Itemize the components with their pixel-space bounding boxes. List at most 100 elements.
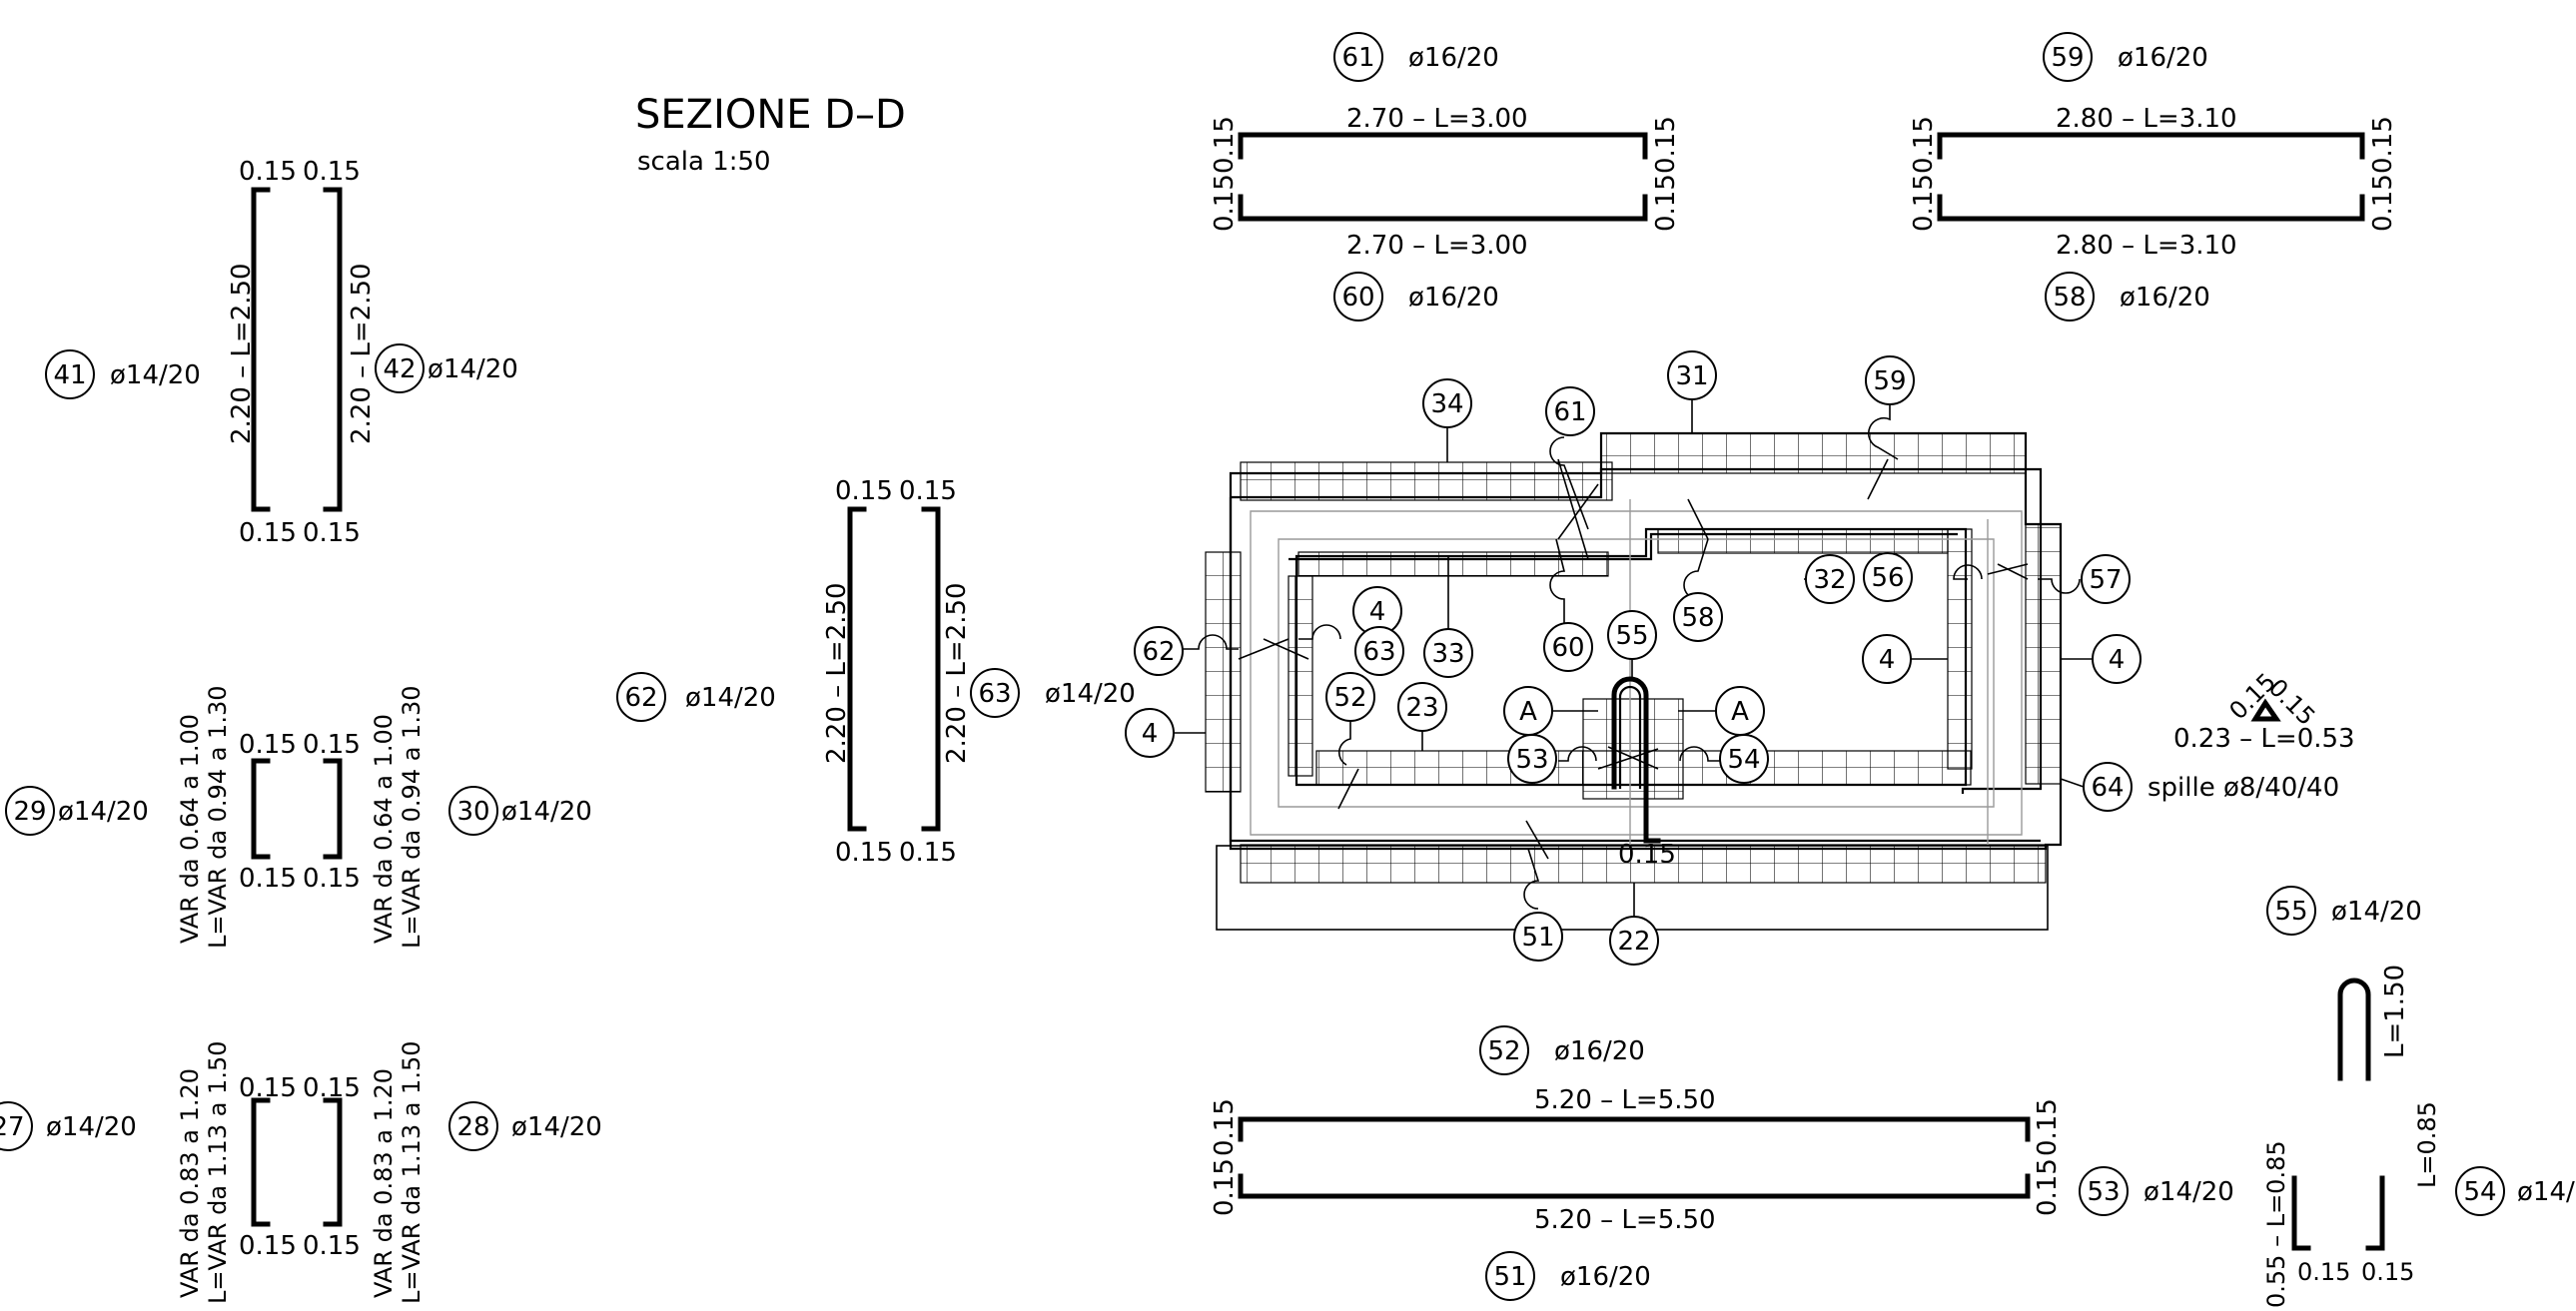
bar-41-42-group: 0.15 0.15 0.15 0.15 2.20 – L=2.50 2.20 –…	[45, 157, 518, 548]
dim-42-length: 2.20 – L=2.50	[347, 263, 377, 444]
smark-32-label: 32	[1813, 565, 1846, 595]
smark-53-label: 53	[1515, 745, 1548, 775]
mark-27-label: 27	[0, 1112, 25, 1142]
tie-6	[1997, 563, 2029, 580]
spec-63: ø14/20	[1045, 679, 1136, 709]
dim-42-bottom: 0.15	[303, 518, 361, 548]
mark-63-circle	[970, 668, 1020, 718]
grid-right	[2025, 523, 2062, 785]
mark-29-circle	[5, 786, 55, 836]
tie-4	[1687, 498, 1709, 540]
smark-4d-circle	[1125, 708, 1175, 758]
mark-27-circle	[0, 1101, 33, 1151]
leader-59	[1868, 397, 1899, 460]
smark-23-label: 23	[1405, 693, 1438, 723]
smark-33-label: 33	[1431, 639, 1464, 669]
dim-63-top: 0.15	[899, 476, 957, 506]
smark-32-circle	[1805, 554, 1855, 604]
spec-28: ø14/20	[511, 1112, 602, 1142]
spec-58: ø16/20	[2120, 283, 2210, 313]
dim-60-right: 0.15	[1651, 174, 1681, 232]
dim-30-top: 0.15	[303, 730, 361, 760]
dim-30-bottom: 0.15	[303, 864, 361, 894]
smark-62-circle	[1134, 626, 1184, 676]
smark-61-label: 61	[1553, 397, 1586, 427]
dim-29-bottom: 0.15	[239, 864, 297, 894]
dim-29-top: 0.15	[239, 730, 297, 760]
tie-10	[1525, 820, 1549, 860]
hairpin-in-section	[1611, 676, 1661, 844]
smark-34-label: 34	[1430, 389, 1463, 419]
bar-29-shape	[251, 758, 271, 860]
bar-61-shape	[1238, 132, 1648, 160]
bar-42-shape	[323, 187, 343, 512]
bar-52-shape	[1238, 1116, 2031, 1142]
mark-53-circle	[2079, 1166, 2129, 1216]
mark-52-label: 52	[1487, 1036, 1520, 1066]
mark-54-label: 54	[2463, 1177, 2496, 1207]
dim-59-left: 0.15	[1909, 116, 1939, 174]
smark-A1-label: A	[1519, 697, 1537, 727]
mark-55-label: 55	[2274, 897, 2307, 927]
smark-31-circle	[1667, 350, 1717, 400]
dim-61-right: 0.15	[1651, 116, 1681, 174]
dim-61-length: 2.70 – L=3.00	[1346, 104, 1528, 134]
smark-58-label: 58	[1681, 603, 1714, 633]
outer-bar-line	[1231, 467, 2043, 794]
dim-62-bottom: 0.15	[835, 838, 893, 868]
mark-62-label: 62	[624, 683, 657, 713]
dim-54-length: L=0.85	[2413, 1101, 2441, 1188]
leader-56	[1953, 564, 1983, 580]
smark-4d-label: 4	[1142, 719, 1159, 749]
mark-51-label: 51	[1493, 1262, 1526, 1292]
grid-inner-top2	[1657, 528, 1949, 554]
bar-60-shape	[1238, 194, 1648, 222]
smark-31-label: 31	[1675, 361, 1708, 391]
spec-53: ø14/20	[2144, 1177, 2234, 1207]
dim-62-length: 2.20 – L=2.50	[822, 582, 852, 764]
smark-57-label: 57	[2089, 565, 2122, 595]
dim-58-right: 0.15	[2368, 174, 2398, 232]
mark-61-circle	[1333, 32, 1383, 82]
dim-62-top: 0.15	[835, 476, 893, 506]
mark-41-circle	[45, 349, 95, 399]
smark-58-circle	[1673, 592, 1723, 642]
spec-59: ø16/20	[2118, 43, 2208, 73]
leader-57	[2038, 578, 2081, 594]
spec-54: ø14/	[2517, 1177, 2575, 1207]
dim-53-length: 0.55 – L=0.85	[2262, 1140, 2290, 1308]
mark-29-label: 29	[13, 797, 46, 827]
mark-41-label: 41	[53, 360, 86, 390]
grey-line-b	[1278, 538, 1995, 808]
smark-A2-label: A	[1731, 697, 1749, 727]
mark-58-circle	[2045, 272, 2095, 322]
mark-28-circle	[448, 1101, 498, 1151]
dim-27-len: L=VAR da 1.13 a 1.50	[204, 1041, 232, 1305]
bar-30-shape	[323, 758, 343, 860]
spec-52: ø16/20	[1554, 1036, 1645, 1066]
mark-62-circle	[616, 672, 666, 722]
dim-30-var: VAR da 0.64 a 1.00	[370, 714, 398, 944]
smark-51-label: 51	[1521, 923, 1554, 953]
leader-61	[1549, 436, 1589, 530]
tie-8	[1263, 638, 1309, 660]
cross-section: 0.15	[1174, 397, 2093, 931]
mark-55-circle	[2266, 886, 2316, 936]
dim-52-right: 0.15	[2033, 1098, 2063, 1156]
spille-length: 0.23 – L=0.53	[2173, 724, 2355, 754]
spec-55: ø14/20	[2331, 897, 2422, 927]
smark-62-label: 62	[1142, 637, 1175, 667]
tie-12	[1607, 746, 1659, 770]
spec-51: ø16/20	[1560, 1262, 1651, 1292]
smark-4c-label: 4	[2109, 645, 2126, 675]
bar-51-shape	[1238, 1173, 2031, 1199]
mark-59-circle	[2043, 32, 2093, 82]
section-dim-015: 0.15	[1618, 840, 1676, 870]
dim-53-bottom: 0.15	[2297, 1258, 2350, 1286]
dim-63-length: 2.20 – L=2.50	[942, 582, 972, 764]
bar-55-shape	[2337, 978, 2371, 1081]
smark-4a-label: 4	[1369, 597, 1386, 627]
spec-61: ø16/20	[1408, 43, 1499, 73]
grid-top-left	[1240, 461, 1613, 501]
outer-bar-line-2	[1229, 497, 2041, 843]
